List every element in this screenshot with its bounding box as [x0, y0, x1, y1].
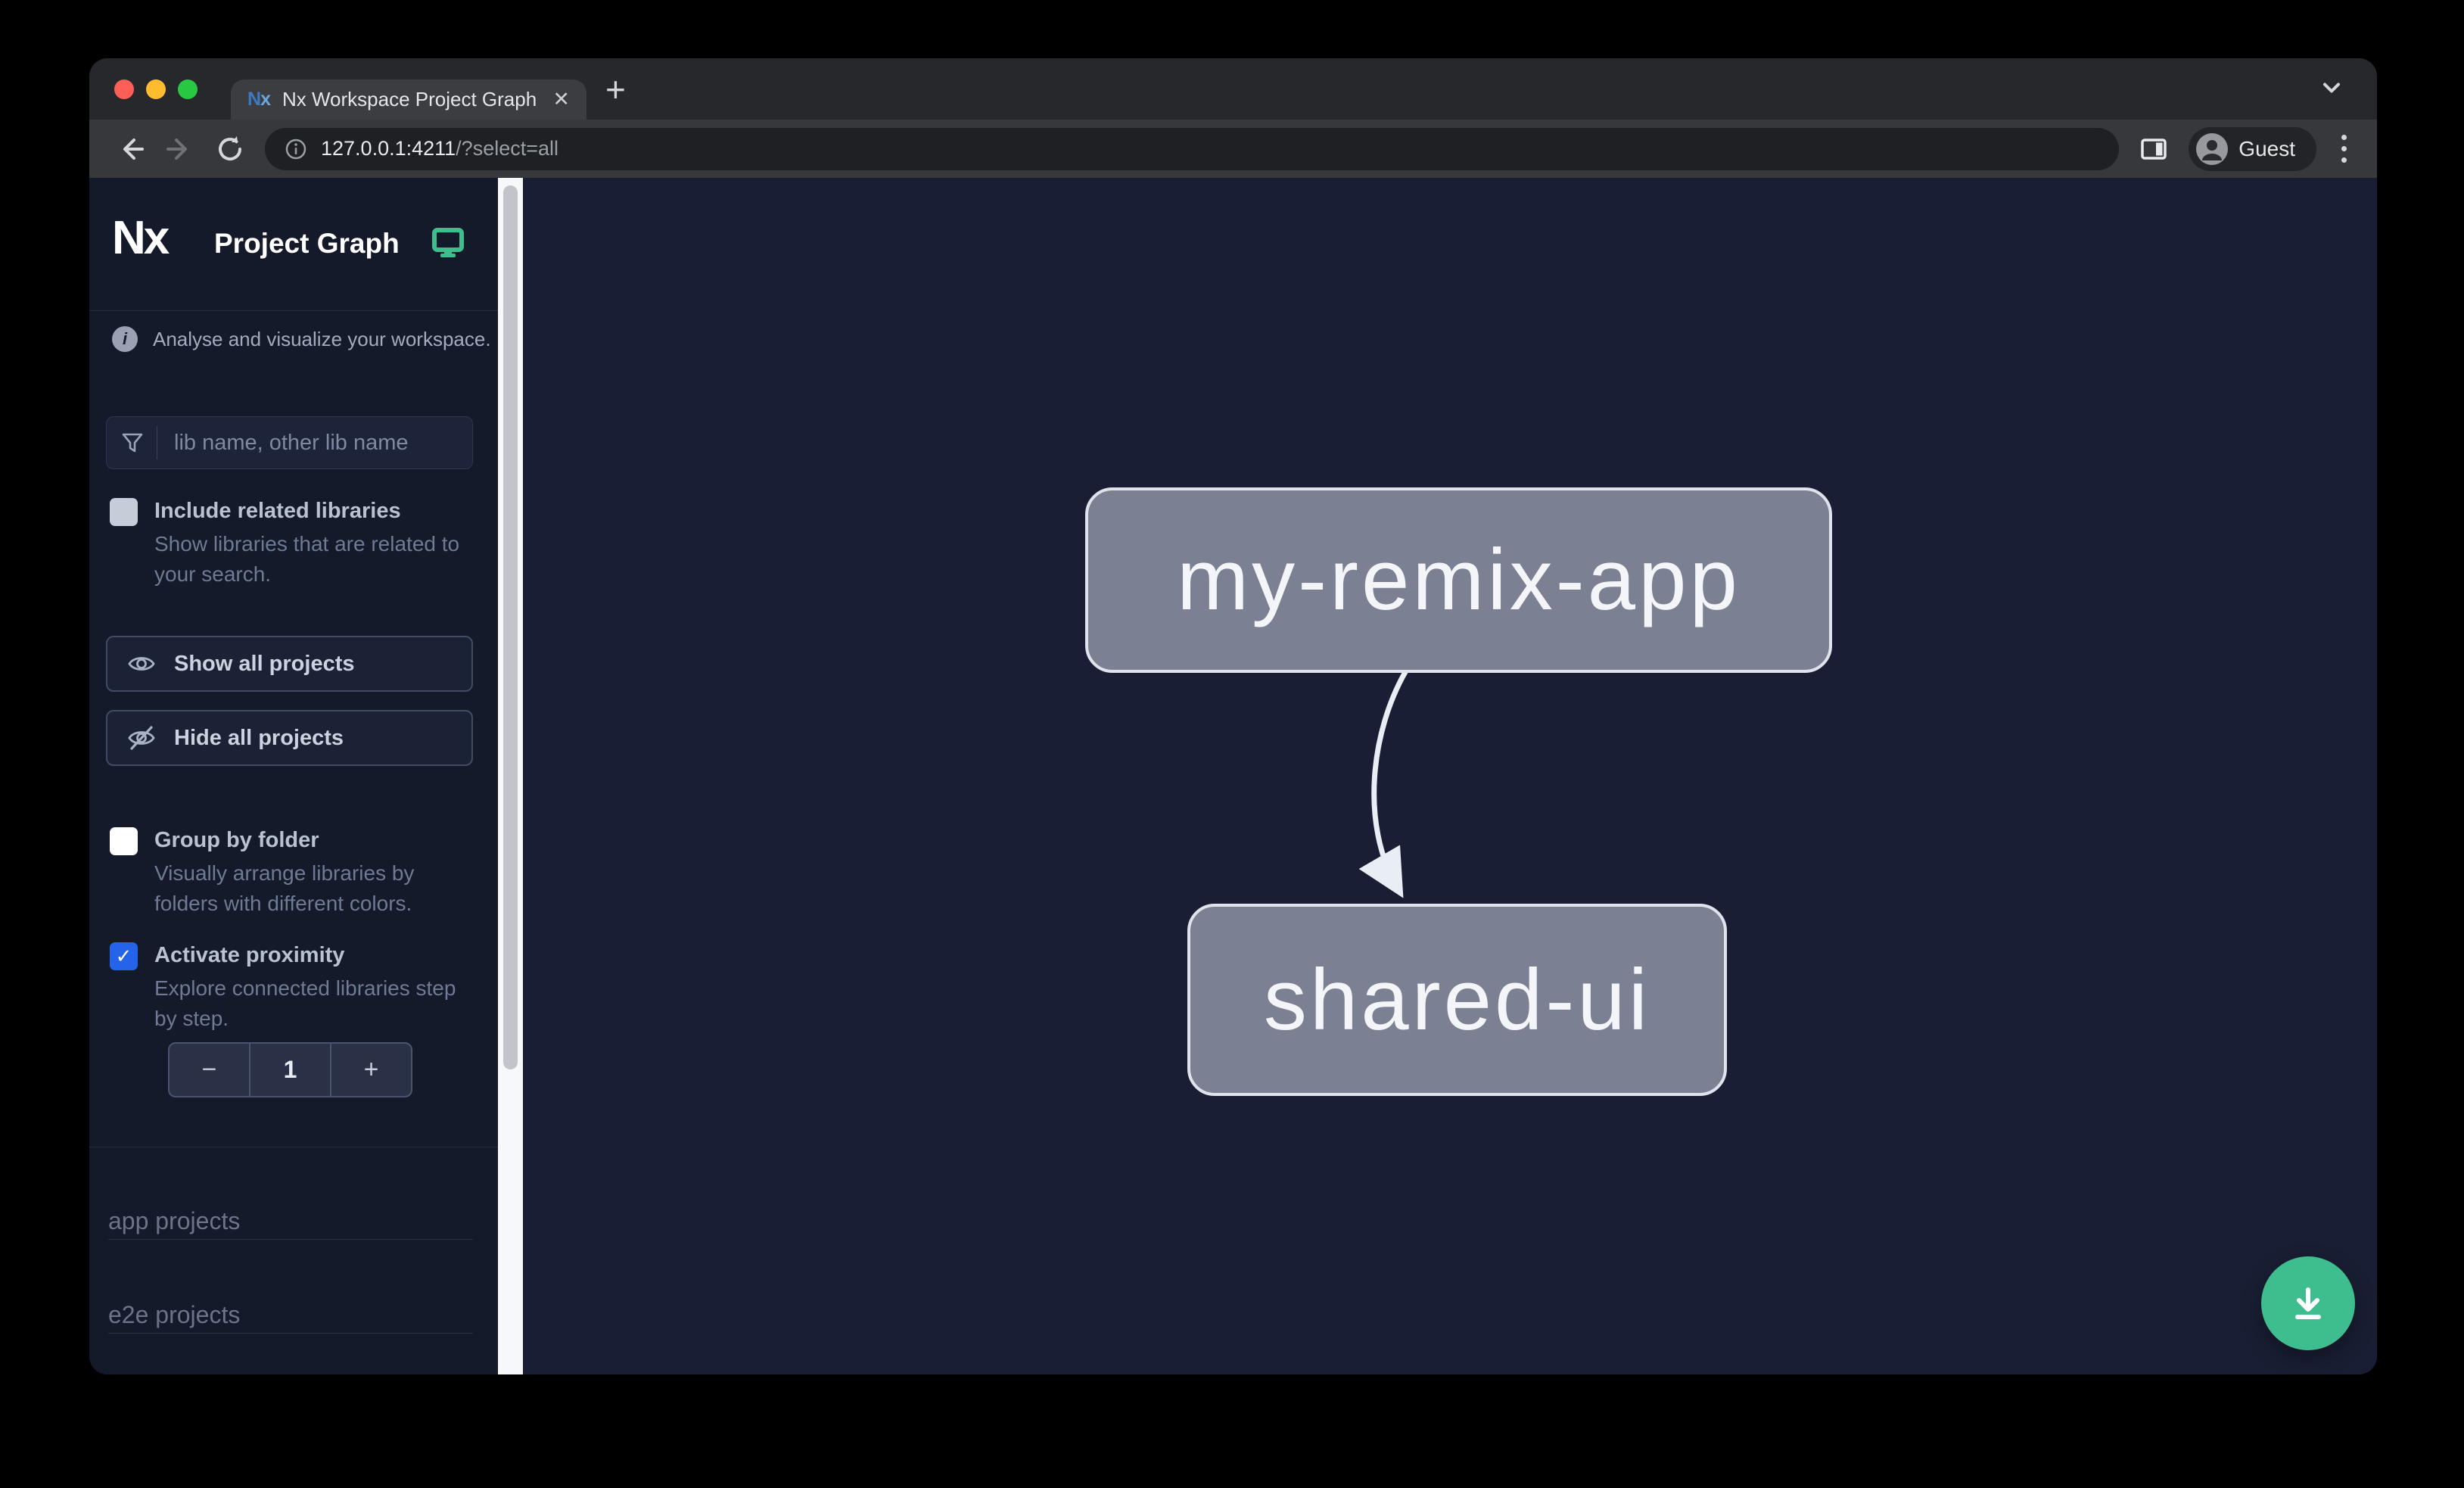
toggle-group-by-folder[interactable]: ✓ Group by folder Visually arrange libra… — [110, 825, 478, 919]
eye-off-icon — [128, 726, 155, 750]
tab-nx-workspace[interactable]: Nx Nx Workspace Project Graph ✕ — [231, 79, 586, 120]
toggle-label: Include related libraries — [154, 499, 401, 523]
address-bar[interactable]: 127.0.0.1:4211/?select=all — [265, 127, 2120, 170]
minimize-window-button[interactable] — [146, 79, 166, 99]
window-controls — [114, 79, 198, 99]
toggle-description: Show libraries that are related to your … — [154, 532, 460, 586]
search-box — [106, 416, 473, 469]
decrement-button[interactable]: − — [201, 1055, 217, 1084]
page-content: Nx Project Graph i Analyse and visualize… — [89, 178, 2377, 1374]
page-title: Project Graph — [214, 228, 400, 259]
browser-toolbar: 127.0.0.1:4211/?select=all Guest — [89, 120, 2377, 178]
checkbox-activate-proximity[interactable]: ✓ — [110, 942, 138, 970]
toggle-include-related[interactable]: ✓ Include related libraries Show librari… — [110, 496, 478, 590]
browser-window: Nx Nx Workspace Project Graph ✕ + 127.0.… — [89, 58, 2377, 1374]
monitor-icon[interactable] — [431, 226, 465, 263]
section-app-projects: app projects — [108, 1206, 473, 1240]
increment-button[interactable]: + — [330, 1044, 411, 1096]
node-my-remix-app[interactable]: my-remix-app — [1085, 487, 1832, 673]
site-info-icon[interactable] — [285, 138, 307, 160]
url-host: 127.0.0.1:4211 — [321, 137, 456, 160]
button-label: Hide all projects — [174, 725, 344, 750]
toggle-activate-proximity[interactable]: ✓ Activate proximity Explore connected l… — [110, 940, 478, 1034]
back-button[interactable] — [115, 134, 145, 164]
divider — [89, 310, 498, 311]
hide-all-projects-button[interactable]: Hide all projects — [106, 710, 473, 766]
edge-my-remix-app-to-shared-ui — [1358, 670, 1408, 898]
profile-button[interactable]: Guest — [2189, 126, 2316, 171]
tab-strip: Nx Nx Workspace Project Graph ✕ + — [89, 58, 2377, 120]
checkbox-group-by-folder[interactable]: ✓ — [110, 827, 138, 855]
section-label: e2e projects — [108, 1301, 241, 1328]
nx-favicon-icon: Nx — [247, 89, 271, 110]
tab-title: Nx Workspace Project Graph — [282, 88, 537, 111]
profile-label: Guest — [2238, 136, 2295, 160]
checkbox-include-related[interactable]: ✓ — [110, 498, 138, 526]
stepper-value: 1 — [249, 1044, 330, 1096]
section-label: app projects — [108, 1207, 241, 1234]
reload-button[interactable] — [215, 134, 245, 164]
nx-logo: Nx — [112, 212, 170, 264]
download-graph-button[interactable] — [2261, 1256, 2355, 1350]
guest-avatar-icon — [2196, 132, 2229, 165]
tab-search-chevron-icon[interactable] — [2318, 73, 2345, 104]
toggle-description: Visually arrange libraries by folders wi… — [154, 861, 415, 915]
tab-close-icon[interactable]: ✕ — [552, 88, 570, 111]
tagline-row: i Analyse and visualize your workspace. — [112, 326, 491, 352]
download-icon — [2295, 1287, 2321, 1319]
check-icon: ✓ — [115, 945, 132, 967]
show-all-projects-button[interactable]: Show all projects — [106, 636, 473, 692]
close-window-button[interactable] — [114, 79, 134, 99]
zoom-window-button[interactable] — [178, 79, 198, 99]
info-icon: i — [112, 326, 138, 352]
sidebar: Nx Project Graph i Analyse and visualize… — [89, 178, 498, 1374]
url-path: /?select=all — [456, 137, 559, 160]
filter-icon — [120, 431, 145, 455]
toggle-label: Activate proximity — [154, 943, 345, 967]
graph-canvas[interactable]: my-remix-app shared-ui — [523, 178, 2377, 1374]
new-tab-button[interactable]: + — [605, 69, 626, 109]
sidebar-scrollbar[interactable] — [498, 178, 523, 1374]
search-input[interactable] — [157, 430, 472, 456]
eye-icon — [128, 657, 155, 671]
button-label: Show all projects — [174, 651, 355, 676]
url-text: 127.0.0.1:4211/?select=all — [321, 137, 558, 160]
scrollbar-thumb[interactable] — [503, 185, 518, 1069]
node-shared-ui[interactable]: shared-ui — [1187, 904, 1727, 1096]
proximity-stepper: − 1 + — [168, 1042, 412, 1097]
toggle-description: Explore connected libraries step by step… — [154, 976, 456, 1030]
forward-button[interactable] — [165, 134, 195, 164]
toggle-label: Group by folder — [154, 828, 319, 852]
browser-menu-button[interactable] — [2336, 135, 2351, 163]
side-panel-button[interactable] — [2139, 134, 2169, 164]
section-e2e-projects: e2e projects — [108, 1300, 473, 1334]
tagline-text: Analyse and visualize your workspace. — [153, 327, 491, 350]
